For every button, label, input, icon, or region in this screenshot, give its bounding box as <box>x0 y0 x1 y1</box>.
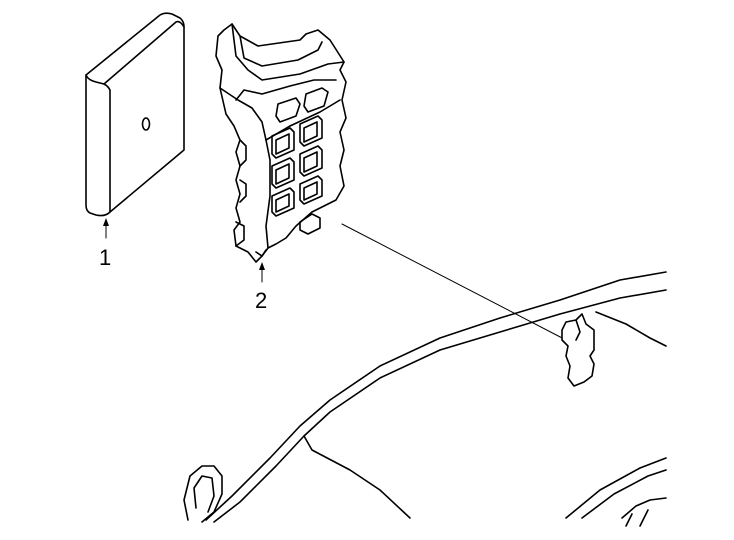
vehicle-body-outline <box>183 271 667 527</box>
part-2-fuse-relay-box[interactable] <box>215 23 347 263</box>
leader-line <box>341 223 567 341</box>
callout-label-2: 2 <box>255 288 267 313</box>
relay-sockets <box>271 87 329 217</box>
mount-hole <box>141 117 151 131</box>
callout-label-1: 1 <box>99 245 111 270</box>
mounting-bracket[interactable] <box>561 313 595 387</box>
part-1-module-cover[interactable] <box>85 12 185 217</box>
callout-2-arrow <box>259 262 265 283</box>
callout-1-arrow <box>103 218 109 239</box>
